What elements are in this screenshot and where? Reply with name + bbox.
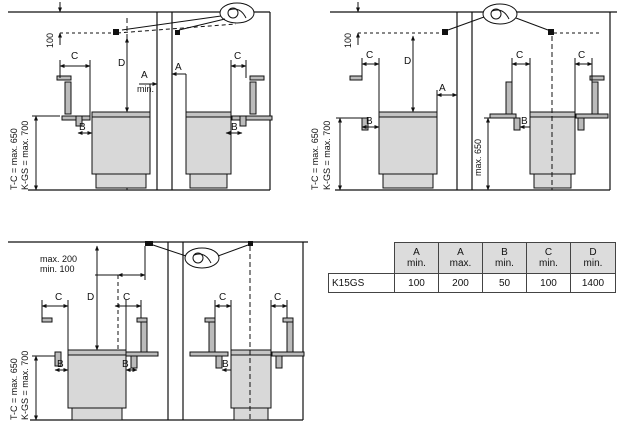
dim-D-label: D: [118, 58, 125, 69]
sensor-mark: [145, 241, 153, 246]
vertical-text-kgs: K-GS = max. 700: [20, 121, 30, 190]
dim-C-right2-label: C: [274, 292, 281, 303]
bench-right: [231, 75, 273, 127]
vertical-text-tc: T-C = max. 650: [310, 128, 320, 190]
table-cell-d-min: 1400: [570, 273, 616, 293]
dim-B-right-label: B: [521, 116, 528, 127]
table-cell-a-min: 100: [394, 273, 439, 293]
dim-A-label: A: [141, 70, 148, 81]
table-cell-c-min: 100: [526, 273, 571, 293]
dim-B-mid-label: B: [122, 359, 129, 370]
dim-B-left-label: B: [57, 359, 64, 370]
dim-C-left-label: C: [366, 50, 373, 61]
vertical-text-kgs: K-GS = max. 700: [322, 121, 332, 190]
heater-right: [529, 36, 576, 190]
dim-A-label: A: [439, 83, 446, 94]
heater-right: [185, 111, 232, 189]
heater-left: [378, 111, 438, 189]
sensor-icon: [447, 3, 549, 31]
sensor-icon: [152, 244, 249, 269]
dim-B-right-label: B: [222, 359, 229, 370]
dim-D-label: D: [404, 56, 411, 67]
heater-left: [67, 349, 127, 421]
table-cell-b-min: 50: [482, 273, 527, 293]
dim-A-min-label: min.: [137, 84, 154, 94]
vertical-text-tc: T-C = max. 650: [9, 358, 19, 420]
dim-100-label: 100: [343, 33, 353, 48]
bench-mid: [125, 317, 159, 369]
diagram-bottom-left: max. 200 min. 100 D C C B: [8, 241, 308, 421]
sensor-mark: [175, 30, 180, 35]
sensor-mark: [548, 29, 554, 35]
sensor-mark: [113, 29, 119, 35]
table-header-model: [328, 242, 395, 274]
vertical-text-kgs: K-GS = max. 700: [20, 351, 30, 420]
heater-left: [91, 111, 151, 189]
dim-D-label: D: [87, 292, 94, 303]
dim-C-left-label: C: [71, 51, 78, 62]
dim-A2-label: A: [175, 62, 182, 73]
heater-right: [230, 246, 272, 421]
bench-right: [189, 317, 305, 369]
dim-B-right-label: B: [231, 122, 238, 133]
sensor-icon: [121, 2, 255, 31]
dim-C-mid-label: C: [516, 50, 523, 61]
dim-B-left-label: B: [79, 122, 86, 133]
sensor-mark: [442, 29, 448, 35]
dim-C-left-label: C: [55, 292, 62, 303]
diagram-top-right: 100 D C B A: [310, 2, 617, 191]
bench-left: [56, 75, 91, 127]
dim-100-label: 100: [45, 33, 55, 48]
dim-C-right1-label: C: [219, 292, 226, 303]
diagram-top-left: 100 D C B A min. A: [8, 2, 273, 191]
vertical-text-max650: max. 650: [473, 139, 483, 176]
table-cell-a-max: 200: [438, 273, 483, 293]
dim-B-left-label: B: [366, 116, 373, 127]
table-cell-model: K15GS: [328, 273, 395, 293]
dim-C-mid-label: C: [123, 292, 130, 303]
vertical-text-tc: T-C = max. 650: [9, 128, 19, 190]
dim-max-label: max. 200: [40, 254, 77, 264]
dim-C-right-label: C: [234, 51, 241, 62]
dim-C-right-label: C: [578, 50, 585, 61]
dim-min-label: min. 100: [40, 264, 75, 274]
table-row: K15GS 100 200 50 100 1400: [328, 273, 616, 293]
sensor-mark: [248, 241, 253, 246]
